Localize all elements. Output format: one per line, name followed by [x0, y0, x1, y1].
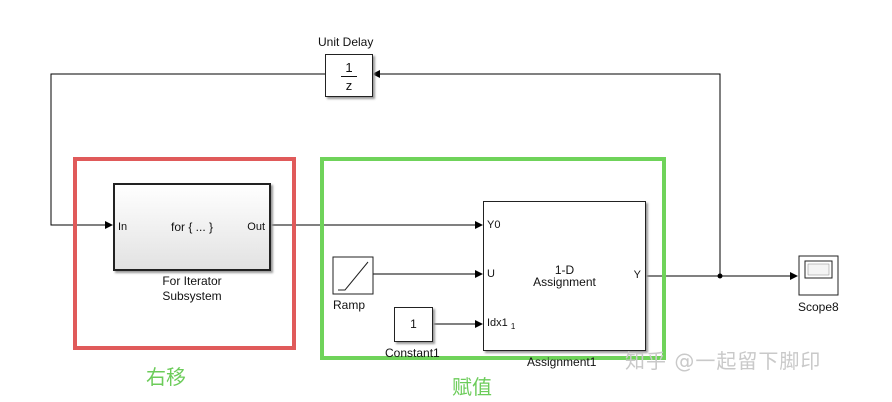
ramp-icon	[338, 261, 369, 291]
unit-delay-title: Unit Delay	[318, 35, 374, 49]
ramp-title: Ramp	[333, 298, 366, 312]
constant-title: Constant1	[385, 346, 440, 360]
port-idx-subscript: 1	[510, 322, 516, 332]
branch-point	[717, 273, 723, 279]
unit-delay-fraction-bar	[341, 76, 357, 77]
port-idx-text: Idx1	[487, 317, 508, 329]
red-highlight-box	[73, 157, 296, 350]
in-port-label: In	[118, 221, 128, 233]
constant-block[interactable]: 1	[394, 307, 433, 342]
subsystem-title-line2: Subsystem	[162, 289, 222, 303]
red-box-label: 右移	[146, 365, 186, 389]
line-delay-to-subsystem	[50, 73, 325, 229]
subsystem-title-line1: For Iterator	[162, 274, 222, 288]
port-y0-label: Y0	[487, 219, 501, 231]
out-port-label: Out	[247, 221, 265, 233]
unit-delay-block[interactable]: 1 z	[325, 54, 373, 97]
assignment-block[interactable]: Y0 U Idx1 1 1-D Assignment Y	[483, 201, 646, 351]
assignment-body-line1: 1-D	[554, 263, 575, 277]
ramp-block	[332, 256, 374, 295]
constant-value: 1	[410, 317, 417, 331]
assignment-title: Assignment1	[527, 355, 597, 369]
green-highlight-box	[320, 157, 666, 360]
port-y-label: Y	[633, 269, 641, 281]
unit-delay-numerator: 1	[345, 60, 353, 75]
subsystem-body-text: for { ... }	[170, 220, 214, 234]
watermark: 知乎 @一起留下脚印	[625, 349, 822, 373]
port-u-label: U	[487, 268, 495, 280]
for-iterator-subsystem-block[interactable]: In for { ... } Out	[113, 183, 271, 271]
green-box-label: 赋值	[452, 375, 492, 399]
assignment-body-line2: Assignment	[533, 275, 596, 289]
scope-title: Scope8	[798, 300, 839, 314]
line-feedback-to-delay	[372, 70, 721, 276]
unit-delay-denominator: z	[345, 78, 353, 93]
port-idx-label: Idx1 1	[487, 317, 515, 331]
